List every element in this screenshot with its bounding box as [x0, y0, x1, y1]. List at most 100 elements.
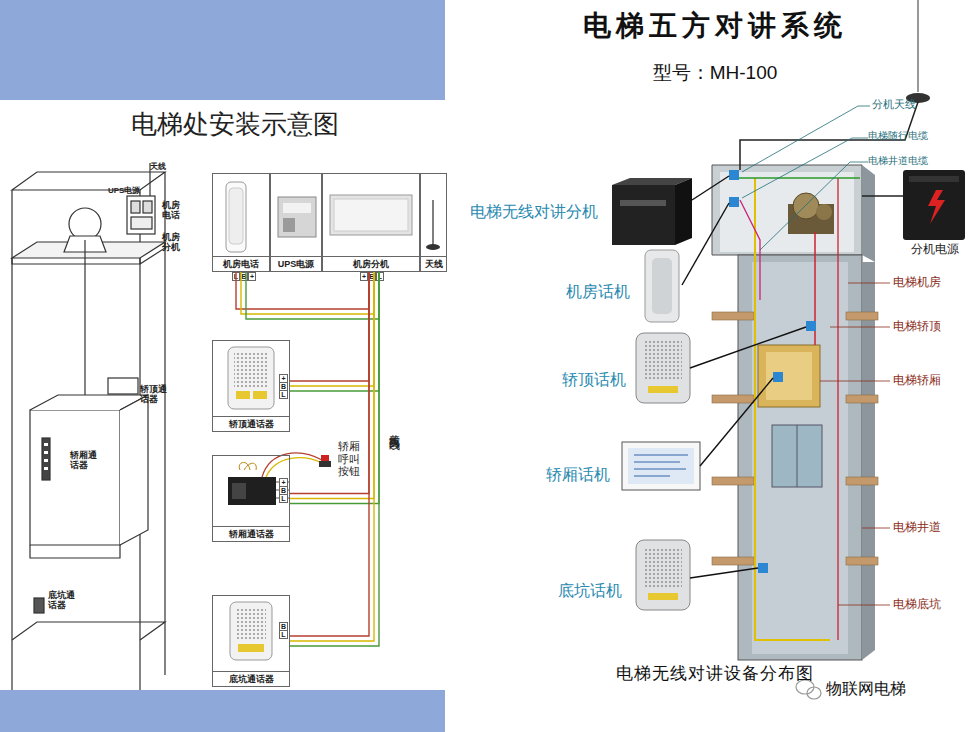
device-label: UPS电源 [271, 256, 321, 271]
illustration-rect [228, 477, 276, 505]
illustration-path [838, 605, 890, 606]
illustration-path [917, 0, 919, 92]
illustration-path [290, 272, 374, 641]
illustration-rect [772, 425, 822, 487]
part-label: 轿厢通话器 [70, 450, 98, 471]
illustration-path [928, 190, 945, 224]
illustration-rect [226, 182, 246, 252]
illustration-path [266, 458, 322, 477]
device-box: 机房电话 [212, 173, 270, 272]
illustration-rect [648, 593, 678, 600]
illustration-circle [816, 204, 832, 220]
part-label: 电梯处安装示意图 [100, 110, 370, 140]
terminal-name: B [368, 272, 376, 281]
part-label: 黄线实为白线 [388, 425, 401, 431]
illustration-rect [131, 217, 152, 229]
illustration-rect [712, 557, 754, 565]
illustration-path [290, 272, 369, 381]
illustration-rect [319, 461, 331, 467]
part-label: 机房电话 [162, 200, 184, 221]
illustration-rect [846, 477, 878, 485]
illustration-rect [330, 195, 412, 235]
illustration-path [290, 272, 379, 504]
illustration-path [290, 272, 374, 499]
terminal-name: + [360, 272, 368, 281]
illustration-rect [846, 312, 878, 320]
illustration-rect [758, 345, 820, 407]
wire-connector [290, 272, 379, 391]
illustration-rect [228, 347, 274, 409]
terminal-name: L [232, 272, 240, 281]
illustration-rect [283, 218, 295, 232]
illustration-rect [232, 483, 246, 499]
part-label: 轿厢话机 [546, 466, 622, 484]
part-label: 电梯机房 [893, 276, 973, 290]
illustration-path [634, 455, 688, 456]
device-box: 天线 [420, 173, 447, 272]
illustration-path [12, 172, 165, 690]
illustration-path [12, 622, 165, 640]
illustration-rect [127, 196, 155, 234]
part-label: 电梯井道 [893, 521, 973, 535]
illustration-rect [628, 448, 694, 484]
part-label: 机房分机 [162, 232, 184, 253]
illustration-rect [644, 341, 682, 381]
illustration-g [682, 176, 806, 578]
device-label: 机房电话 [213, 256, 269, 271]
illustration-path [84, 240, 85, 395]
illustration-rect [712, 395, 754, 403]
device-box: UPS电源 [270, 173, 322, 272]
illustration-rect [620, 200, 666, 206]
illustration-rect [909, 176, 959, 182]
illustration-path [634, 476, 670, 477]
illustration-g [712, 312, 878, 565]
illustration-path [862, 195, 903, 197]
terminal-name: L [279, 390, 288, 399]
illustration-path [290, 272, 369, 494]
illustration-rect [334, 199, 408, 231]
part-label: 天线 [150, 162, 180, 171]
terminal-name: L [279, 630, 288, 639]
device-label: 轿顶通话器 [213, 416, 289, 431]
illustration-rect [612, 185, 675, 245]
illustration-rect [236, 391, 250, 399]
illustration-rect [729, 197, 739, 207]
illustration-rect [131, 201, 140, 213]
illustration-path [262, 453, 322, 477]
part-label: 电梯轿厢 [893, 374, 973, 388]
illustration-path [634, 462, 680, 463]
illustration-rect [44, 459, 48, 462]
device-label: 天线 [421, 256, 446, 271]
illustration-path [682, 203, 729, 285]
illustration-path [690, 327, 806, 368]
illustration-rect [622, 442, 700, 490]
illustration-rect [766, 352, 812, 400]
illustration-rect [846, 557, 878, 565]
illustration-g [634, 455, 688, 476]
illustration-path [236, 272, 369, 309]
illustration-rect [712, 312, 754, 320]
illustration-path [30, 545, 120, 558]
terminal-name: + [248, 272, 256, 281]
part-label: 电梯轿顶 [893, 320, 973, 334]
illustration-rect [42, 438, 50, 480]
illustration-path [862, 165, 875, 262]
wire-connector [290, 272, 379, 646]
illustration-g [820, 283, 890, 605]
device-box: 底坑通话器 [212, 595, 290, 687]
illustration-rect [44, 467, 48, 470]
illustration-rect [44, 451, 48, 454]
illustration-path [730, 177, 860, 178]
illustration-rect [108, 378, 138, 394]
illustration-circle [69, 208, 101, 240]
terminal-name: L [279, 494, 288, 503]
wire-connector [236, 272, 379, 319]
illustration-path [239, 462, 256, 470]
illustration-rect [648, 386, 678, 393]
illustration-circle [793, 193, 819, 219]
illustration-ellipse [426, 244, 440, 250]
part-label: 轿顶通话器 [140, 384, 168, 405]
part-label: 分机电源 [900, 243, 970, 257]
